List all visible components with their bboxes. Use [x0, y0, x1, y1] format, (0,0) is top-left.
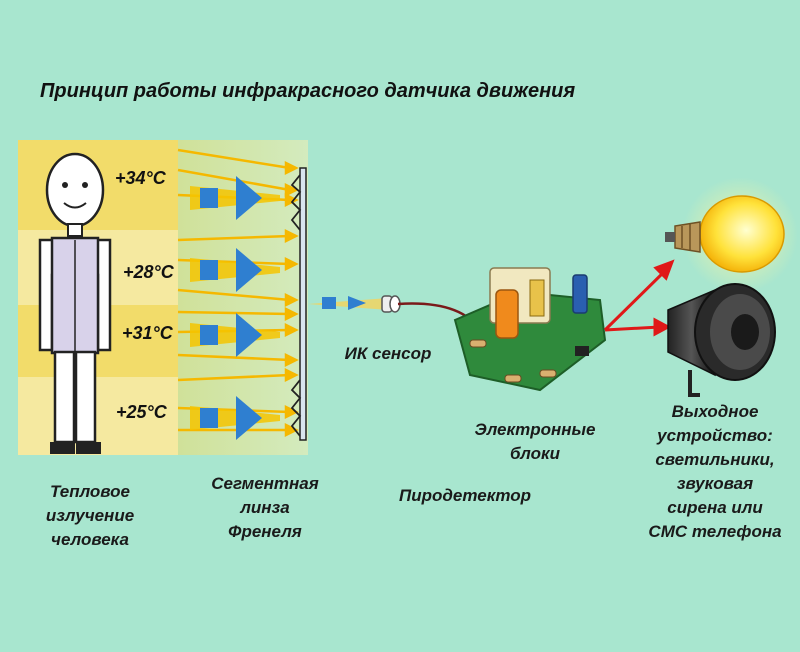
human-neck	[67, 223, 83, 237]
bulb-glass	[699, 195, 785, 273]
bulb-tip	[665, 232, 675, 242]
resistor-2	[539, 369, 557, 378]
output-label: Выходное устройство: светильники, звуков…	[635, 400, 795, 544]
human-leg-right	[74, 350, 97, 444]
heat-ray-head	[284, 404, 299, 420]
electronics-label-line-1: Электронные	[474, 420, 596, 439]
temperature-label-1: +34°C	[115, 168, 166, 188]
converged-beam	[308, 296, 388, 310]
light-bulb	[665, 177, 798, 293]
siren-center	[731, 314, 759, 350]
human-foot-right	[76, 442, 101, 454]
segment-block	[200, 260, 218, 280]
heat-ray	[177, 234, 291, 242]
electronic-board	[453, 267, 607, 392]
temperature-label-4: +25°C	[116, 402, 167, 422]
electronics-label-line-2: блоки	[509, 444, 561, 463]
resistor-3	[504, 374, 522, 383]
beam-block-1	[322, 297, 336, 309]
lens-segments	[190, 176, 280, 440]
output-label-line-6: СМС телефона	[648, 522, 782, 541]
segment-prism	[236, 313, 262, 357]
electronics-label: Электронные блоки	[460, 418, 610, 466]
capacitor	[572, 274, 588, 314]
temperature-label-2: +28°C	[123, 262, 174, 282]
heat-ray-head	[284, 367, 299, 383]
heat-ray-head	[284, 256, 299, 272]
human-eye-left	[62, 182, 68, 188]
human-eye-right	[82, 182, 88, 188]
siren	[667, 283, 776, 397]
ir-sensor	[381, 295, 401, 313]
fresnel-lens	[290, 167, 307, 441]
pyrodetector-label: Пиродетектор	[399, 486, 531, 505]
human-label-line-1: Тепловое	[50, 482, 130, 501]
lens-body	[299, 167, 307, 441]
arrow-to-siren	[604, 325, 661, 332]
segment-block	[200, 408, 218, 428]
heat-ray-head	[284, 352, 299, 368]
resistor-1	[469, 339, 487, 348]
heat-ray-head	[284, 160, 299, 176]
segment-block	[200, 325, 218, 345]
heat-ray	[177, 168, 291, 192]
heat-ray-head	[284, 306, 299, 322]
beam-block-2	[348, 296, 366, 310]
output-label-line-3: светильники,	[655, 450, 775, 469]
human-label-line-2: излучение	[45, 506, 135, 525]
human-figure	[38, 152, 112, 454]
segment-prism	[236, 396, 262, 440]
lens-label-line-1: Сегментная	[211, 474, 319, 493]
chip	[575, 346, 589, 356]
lens-label-line-3: Френеля	[228, 522, 302, 541]
lens-label-line-2: линза	[240, 498, 290, 517]
heat-rays	[177, 148, 299, 438]
human-foot-left	[50, 442, 75, 454]
human-smile	[63, 202, 87, 209]
arrow-to-bulb-head	[653, 259, 675, 281]
arrow-to-bulb	[603, 266, 670, 332]
human-label: Тепловое излучение человека	[20, 480, 160, 552]
heat-ray-head	[284, 228, 299, 244]
segment-prism	[236, 176, 262, 220]
output-label-line-4: звуковая	[676, 474, 754, 493]
relay-contact	[529, 279, 545, 317]
heat-ray	[177, 373, 291, 382]
heat-ray-head	[284, 192, 299, 208]
coil	[495, 289, 519, 339]
siren-bracket	[688, 370, 700, 397]
ir-sensor-label: ИК сенсор	[344, 344, 432, 363]
heat-ray	[177, 310, 291, 316]
heat-ray	[177, 353, 291, 362]
output-label-line-1: Выходное	[671, 402, 759, 421]
segment-prism	[236, 248, 262, 292]
bulb-socket	[674, 221, 701, 253]
lens-ridges	[290, 174, 302, 437]
human-head	[45, 152, 105, 228]
heat-ray-head	[284, 322, 299, 338]
arrow-to-siren-head	[653, 317, 672, 337]
heat-ray-head	[284, 422, 299, 438]
page-title: Принцип работы инфракрасного датчика дви…	[40, 80, 576, 102]
output-label-line-5: сирена или	[667, 498, 763, 517]
human-leg-left	[53, 350, 76, 444]
heat-ray-head	[284, 292, 299, 308]
output-arrows	[603, 259, 675, 337]
heat-ray	[177, 148, 291, 170]
segment-block	[200, 188, 218, 208]
lens-label: Сегментная линза Френеля	[200, 472, 330, 544]
temperature-label-3: +31°C	[122, 323, 173, 343]
heat-ray	[177, 288, 291, 302]
output-label-line-2: устройство:	[657, 426, 773, 445]
human-label-line-3: человека	[51, 530, 129, 549]
heat-ray-head	[284, 182, 299, 198]
